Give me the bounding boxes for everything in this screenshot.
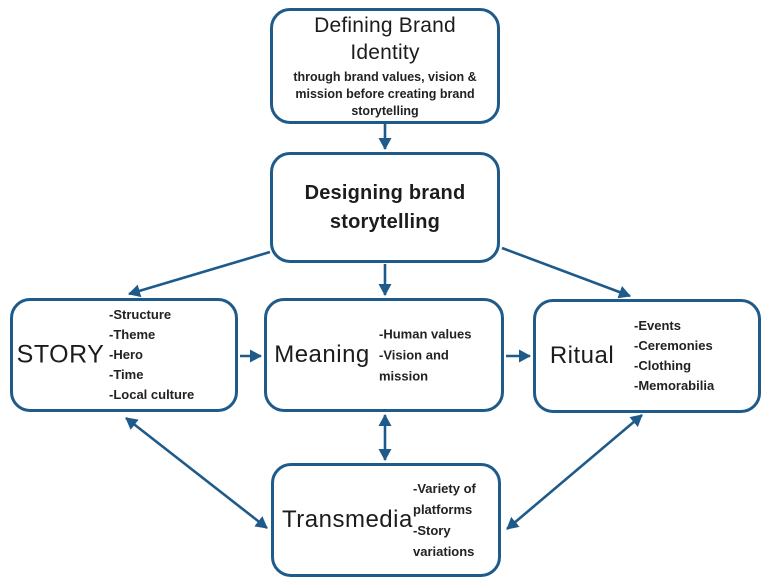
meaning-label: Meaning [274,341,370,368]
transmedia-label: Transmedia [282,506,413,533]
arrow-transmedia-to-ritual-bidirectional [506,414,643,530]
box-defining-brand-identity: Defining Brand Identity through brand va… [270,8,500,124]
story-list: -Structure -Theme -Hero -Time -Local cul… [109,307,195,402]
arrow-designing-to-ritual [501,246,631,299]
box-transmedia: Transmedia -Variety of platforms -Story … [271,463,501,577]
ritual-label: Ritual [549,342,615,369]
designing-title: Designing brand storytelling [304,181,466,233]
ritual-list: -Events -Ceremonies -Clothing -Memorabil… [634,318,715,393]
box-meaning: Meaning -Human values -Vision and missio… [264,298,504,412]
defining-title: Defining Brand Identity [314,14,456,64]
defining-subtitle: through brand values, vision & mission b… [293,70,477,118]
box-story: STORY -Structure -Theme -Hero -Time -Loc… [10,298,238,412]
box-ritual: Ritual -Events -Ceremonies -Clothing -Me… [533,299,761,413]
meaning-list: -Human values -Vision and mission [379,326,472,384]
arrow-story-to-transmedia-bidirectional [125,416,268,530]
transmedia-list: -Variety of platforms -Story variations [413,481,476,559]
box-designing-brand-storytelling: Designing brand storytelling [270,152,500,263]
story-label: STORY [16,340,105,369]
arrow-designing-to-story [128,250,271,298]
